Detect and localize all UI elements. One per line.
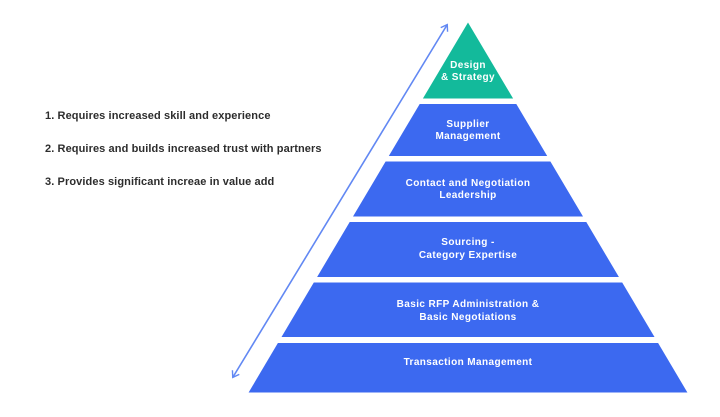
- pyramid-level-transaction-management: [248, 343, 688, 393]
- note-item-1: 1. Requires increased skill and experien…: [45, 110, 271, 122]
- pyramid-level-basic-rfp: [281, 282, 655, 337]
- pyramid-level-contact-negotiation: [353, 161, 583, 217]
- growth-arrow: [231, 23, 449, 379]
- pyramid-level-design-strategy: [422, 22, 514, 99]
- pyramid-level-sourcing-category: [317, 222, 619, 277]
- note-item-3: 3. Provides significant increae in value…: [45, 176, 275, 188]
- pyramid-level-supplier-management: [388, 104, 548, 156]
